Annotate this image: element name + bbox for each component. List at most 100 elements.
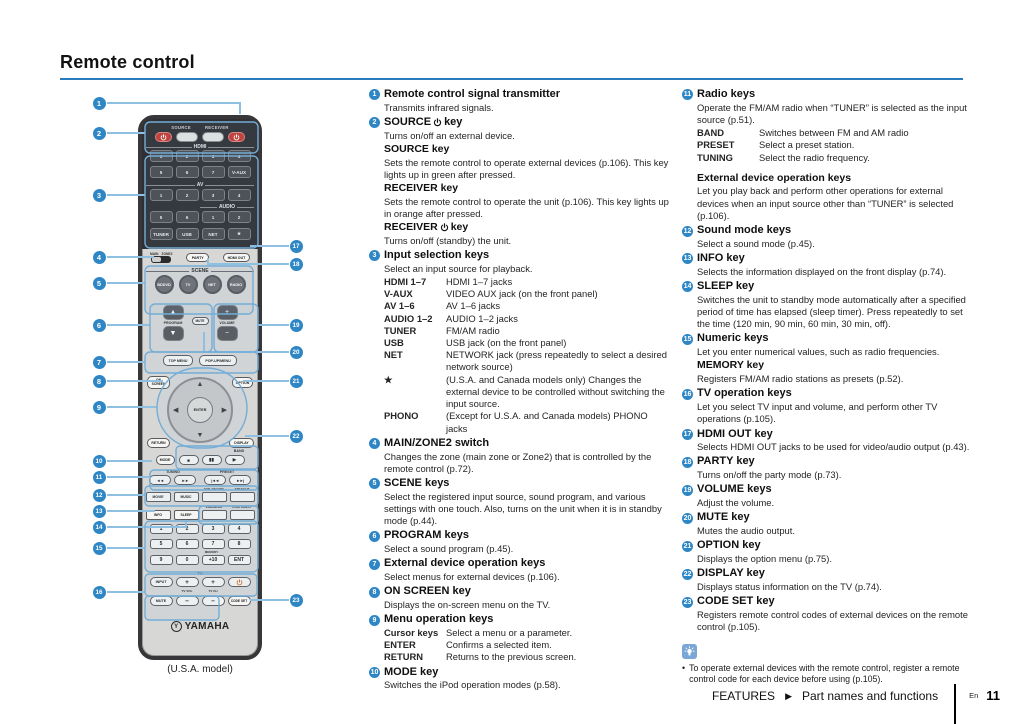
- key-sleep: SLEEP: [173, 510, 199, 520]
- item-description: Select an input source for playback.: [384, 262, 533, 274]
- item-title: ON SCREEN key: [384, 585, 471, 598]
- item-description: Switches the unit to standby mode automa…: [697, 293, 966, 330]
- item-number-badge: 8: [369, 586, 380, 598]
- transport-key-key: ▮▮: [201, 455, 222, 465]
- callout-1: 1: [92, 96, 106, 110]
- item-description: Registers FM/AM radio stations as preset…: [697, 373, 904, 385]
- item-subheading: RECEIVER key: [384, 182, 459, 195]
- mute-key: MUTE: [191, 317, 209, 325]
- cursor-right-key: ▶: [222, 406, 227, 414]
- numeric-key-9: 9: [149, 555, 173, 565]
- item-title: HDMI OUT key: [697, 427, 773, 440]
- item-description: Turns on/off the party mode (p.73).: [697, 469, 842, 481]
- numeric-key-0: 0: [175, 555, 199, 565]
- scene-section-label: SCENE: [146, 268, 254, 274]
- numeric-key-ent: ENT: [227, 555, 251, 565]
- dl-term: RETURN: [384, 651, 424, 663]
- item-title: Input selection keys: [384, 248, 490, 261]
- dl-definition: AUDIO 1–2 jacks: [446, 312, 518, 324]
- item-title: PARTY key: [697, 455, 755, 468]
- item-title: Remote control signal transmitter: [384, 88, 561, 100]
- cursor-down-key: ▼: [197, 432, 204, 439]
- callout-20: 20: [289, 345, 303, 359]
- tv-vol-label: TV VOL: [176, 589, 199, 593]
- hdmi-key-v-aux: V-AUX: [227, 166, 251, 178]
- item-description: Selects the information displayed on the…: [697, 265, 947, 277]
- dl-definition: (U.S.A. and Canada models only) Changes …: [446, 373, 665, 410]
- callout-2: 2: [92, 126, 106, 140]
- numeric-key-1: 1: [149, 524, 173, 534]
- callout-5: 5: [92, 276, 106, 290]
- input-key-tuner: TUNER: [149, 228, 173, 240]
- item-description: Select a sound mode (p.45).: [697, 237, 815, 249]
- main-zone2-switch: MAIN ZONE2: [150, 252, 172, 263]
- note-bullet: •: [682, 662, 686, 673]
- item-number-badge: 20: [682, 512, 693, 524]
- item-title: Numeric keys: [697, 332, 769, 345]
- item-description: Displays the option menu (p.75).: [697, 553, 832, 565]
- av-key-1: 1: [149, 189, 173, 201]
- callout-6: 6: [92, 318, 106, 332]
- item-title: Radio keys: [697, 88, 756, 100]
- av-key-3: 3: [201, 189, 225, 201]
- main-label: MAIN: [150, 252, 159, 256]
- dl-definition: Switches between FM and AM radio: [759, 127, 909, 139]
- audio-section-label: AUDIO: [200, 204, 254, 210]
- band-label: BAND: [229, 449, 249, 453]
- item-title: DISPLAY key: [697, 567, 765, 580]
- dl-definition: Confirms a selected item.: [446, 639, 552, 651]
- dl-term: TUNING: [697, 151, 733, 163]
- item-subheading: External device operation keys: [697, 171, 852, 184]
- dl-term: ★: [384, 373, 393, 385]
- item-description: Displays the on-screen menu on the TV.: [384, 599, 551, 611]
- dl-definition: Select a menu or a parameter.: [446, 627, 573, 639]
- hdmi-key-5: 5: [149, 166, 173, 178]
- display-key: DISPLAY: [229, 438, 254, 448]
- item-title: SCENE keys: [384, 476, 450, 489]
- item-title: External device operation keys: [384, 557, 546, 570]
- cursor-pad: ▲ ▼ ◀ ▶ ENTER: [167, 377, 233, 443]
- dl-term: PRESET: [697, 139, 735, 151]
- callout-7: 7: [92, 355, 106, 369]
- av-key-6: 6: [175, 211, 199, 223]
- item-title: VOLUME keys: [697, 483, 772, 496]
- item-title: Sound mode keys: [697, 224, 792, 237]
- hdmi-out-key: HDMI OUT: [223, 253, 250, 262]
- zone2-label: ZONE2: [161, 252, 173, 256]
- volume-down-key: −: [216, 326, 238, 341]
- item-number-badge: 23: [682, 596, 693, 608]
- item-number-badge: 21: [682, 540, 693, 552]
- input-key-key: ★: [227, 228, 251, 240]
- item-description: Transmits infrared signals.: [384, 101, 494, 113]
- page-title: Remote control: [60, 52, 195, 72]
- callout-9: 9: [92, 400, 106, 414]
- sound-key-straight: STRAIGHT: [229, 487, 255, 502]
- item-number-badge: 4: [369, 438, 380, 450]
- transport-key-key: ▶: [224, 455, 245, 465]
- item-title: Menu operation keys: [384, 613, 494, 626]
- item-number-badge: 1: [369, 89, 380, 101]
- tv-ch-up-key: +: [201, 577, 225, 587]
- title-rule: [60, 78, 963, 80]
- power-icon: [440, 223, 448, 232]
- item-description: Select the registered input source, soun…: [384, 490, 662, 527]
- enter-key: ENTER: [187, 397, 213, 423]
- receiver-key: [202, 132, 224, 142]
- callout-12: 12: [92, 488, 106, 502]
- item-number-badge: 13: [682, 253, 693, 265]
- item-number-badge: 7: [369, 558, 380, 570]
- callout-4: 4: [92, 250, 106, 264]
- program-down-key: ▼: [162, 326, 184, 341]
- item-description: Let you enter numerical values, such as …: [697, 346, 940, 358]
- preset-label: PRESET: [200, 470, 254, 474]
